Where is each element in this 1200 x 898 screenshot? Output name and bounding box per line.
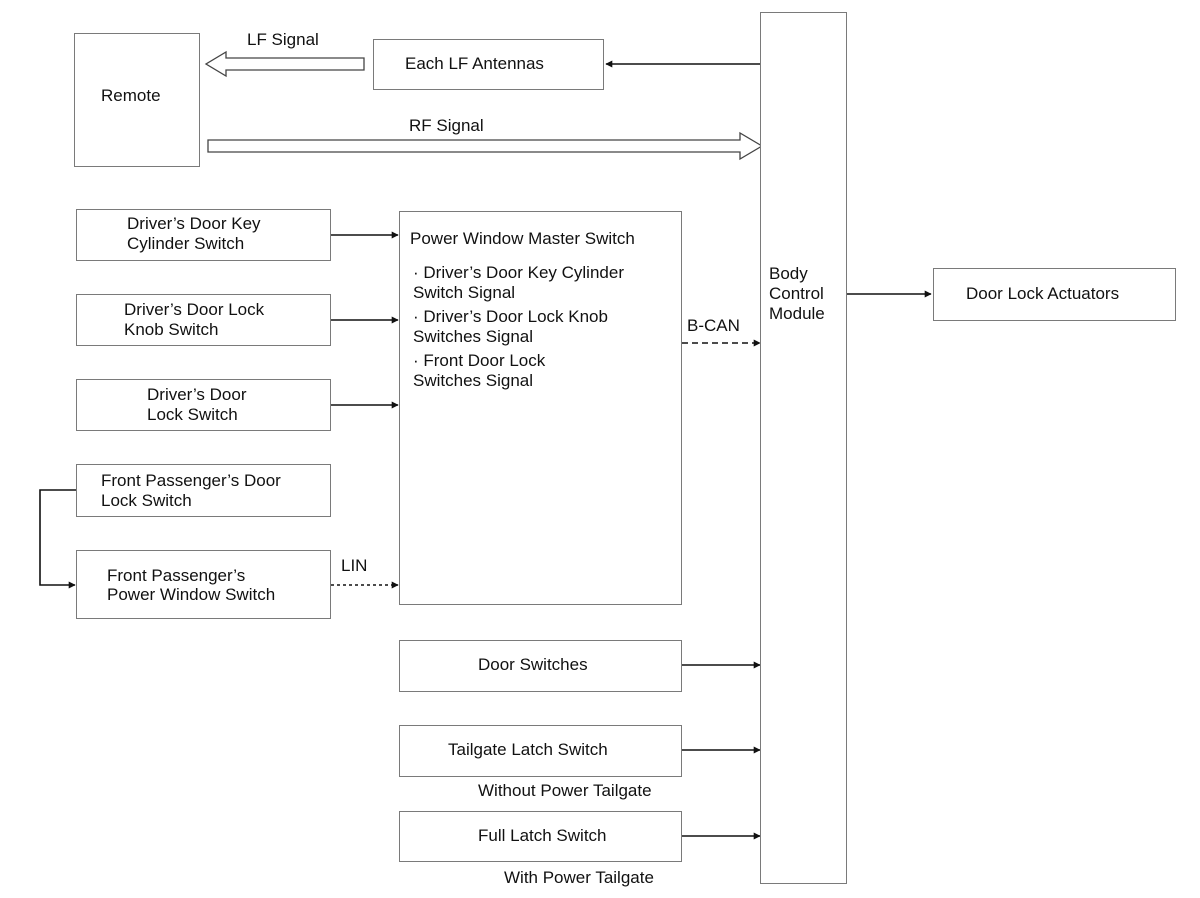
tailgate-latch-label: Tailgate Latch Switch bbox=[448, 740, 608, 759]
bcan-label: B-CAN bbox=[687, 316, 740, 335]
full-latch-label: Full Latch Switch bbox=[478, 826, 607, 845]
fp-lock-to-fp-window-arrow bbox=[39, 489, 76, 589]
full-latch-switch-box bbox=[399, 811, 682, 862]
bcm-label-line2: Control bbox=[769, 284, 824, 303]
pwms-item-3-cont: Switches Signal bbox=[413, 371, 534, 390]
rf-signal-arrow bbox=[207, 131, 764, 161]
remote-label: Remote bbox=[101, 86, 161, 105]
pwms-item-2: · Driver’s Door Lock Knob bbox=[413, 307, 608, 326]
door-lock-switch-label-line2: Lock Switch bbox=[147, 405, 238, 424]
pwms-item-2-cont: Switches Signal bbox=[413, 327, 534, 346]
key-cylinder-switch-box bbox=[76, 209, 331, 261]
key-cylinder-label-line2: Cylinder Switch bbox=[127, 234, 245, 253]
key-cylinder-label-line1: Driver’s Door Key bbox=[127, 214, 261, 233]
door-switches-label: Door Switches bbox=[478, 655, 588, 674]
lf-antennas-label: Each LF Antennas bbox=[405, 54, 544, 73]
pwms-title: Power Window Master Switch bbox=[410, 229, 635, 248]
lf-antennas-box bbox=[373, 39, 604, 90]
lock-knob-label-line1: Driver’s Door Lock bbox=[124, 300, 265, 319]
pwms-item-3: · Front Door Lock bbox=[413, 351, 546, 370]
pwms-item-1: · Driver’s Door Key Cylinder bbox=[413, 263, 624, 282]
lin-label: LIN bbox=[341, 556, 368, 575]
power-window-master-switch-box bbox=[399, 211, 682, 605]
body-control-module-box bbox=[760, 12, 847, 884]
door-switches-box bbox=[399, 640, 682, 692]
door-lock-switch-box bbox=[76, 379, 331, 431]
bcm-label-line1: Body bbox=[769, 264, 808, 283]
tailgate-latch-switch-box bbox=[399, 725, 682, 777]
with-power-tailgate-label: With Power Tailgate bbox=[504, 868, 654, 887]
remote-box bbox=[74, 33, 200, 167]
bcm-label-line3: Module bbox=[769, 304, 825, 323]
without-power-tailgate-label: Without Power Tailgate bbox=[478, 781, 652, 800]
lock-knob-switch-box bbox=[76, 294, 331, 346]
fp-door-lock-label-line1: Front Passenger’s Door bbox=[101, 471, 281, 490]
door-lock-switch-label-line1: Driver’s Door bbox=[147, 385, 247, 404]
fp-door-lock-switch-box bbox=[76, 464, 331, 517]
door-lock-actuators-label: Door Lock Actuators bbox=[966, 284, 1120, 303]
fp-power-window-label-line1: Front Passenger’s bbox=[107, 566, 246, 585]
rf-signal-label: RF Signal bbox=[409, 116, 484, 135]
lf-signal-label: LF Signal bbox=[247, 30, 319, 49]
pwms-item-1-cont: Switch Signal bbox=[413, 283, 516, 302]
door-lock-actuators-box bbox=[933, 268, 1176, 321]
fp-power-window-label-line2: Power Window Switch bbox=[107, 585, 276, 604]
lf-signal-arrow bbox=[204, 50, 365, 78]
lock-knob-label-line2: Knob Switch bbox=[124, 320, 219, 339]
fp-door-lock-label-line2: Lock Switch bbox=[101, 491, 192, 510]
fp-power-window-switch-box bbox=[76, 550, 331, 619]
